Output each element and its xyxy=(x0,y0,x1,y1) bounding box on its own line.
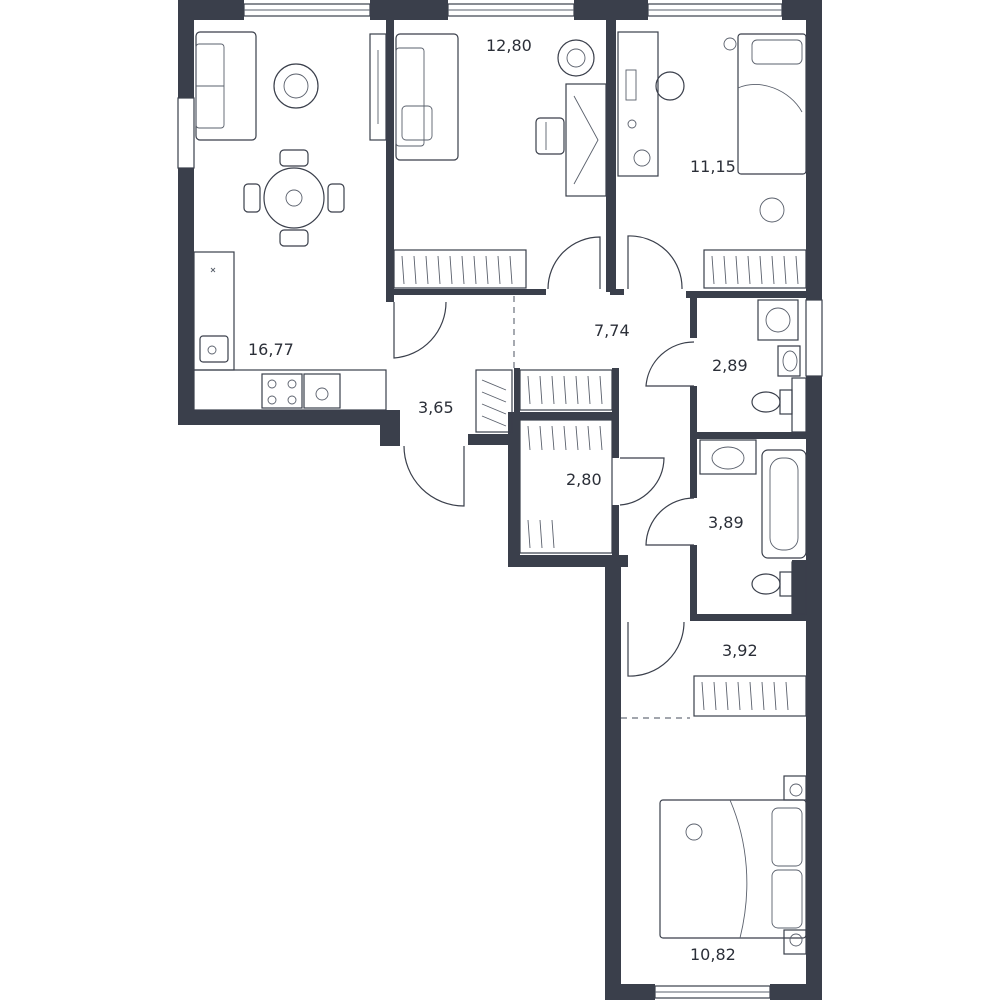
area-label-room-top-right: 11,15 xyxy=(690,157,736,176)
furniture xyxy=(193,31,807,955)
area-label-kitchen-living: 16,77 xyxy=(248,340,294,359)
area-label-wardrobe: 2,80 xyxy=(566,470,602,489)
area-label-bedroom-bottom: 10,82 xyxy=(690,945,736,964)
area-label-corridor: 7,74 xyxy=(594,321,630,340)
doors xyxy=(393,235,695,677)
zone-lines xyxy=(513,296,690,719)
area-label-bathroom-large: 3,89 xyxy=(708,513,744,532)
area-label-entrance-hall: 3,65 xyxy=(418,398,454,417)
walls xyxy=(178,0,822,1000)
area-label-hall-lower: 3,92 xyxy=(722,641,758,660)
area-label-bathroom-small: 2,89 xyxy=(712,356,748,375)
room-labels: 16,77 12,80 11,15 7,74 3,65 2,89 2,80 3,… xyxy=(248,36,758,964)
windows xyxy=(177,3,823,999)
area-label-room-top-middle: 12,80 xyxy=(486,36,532,55)
